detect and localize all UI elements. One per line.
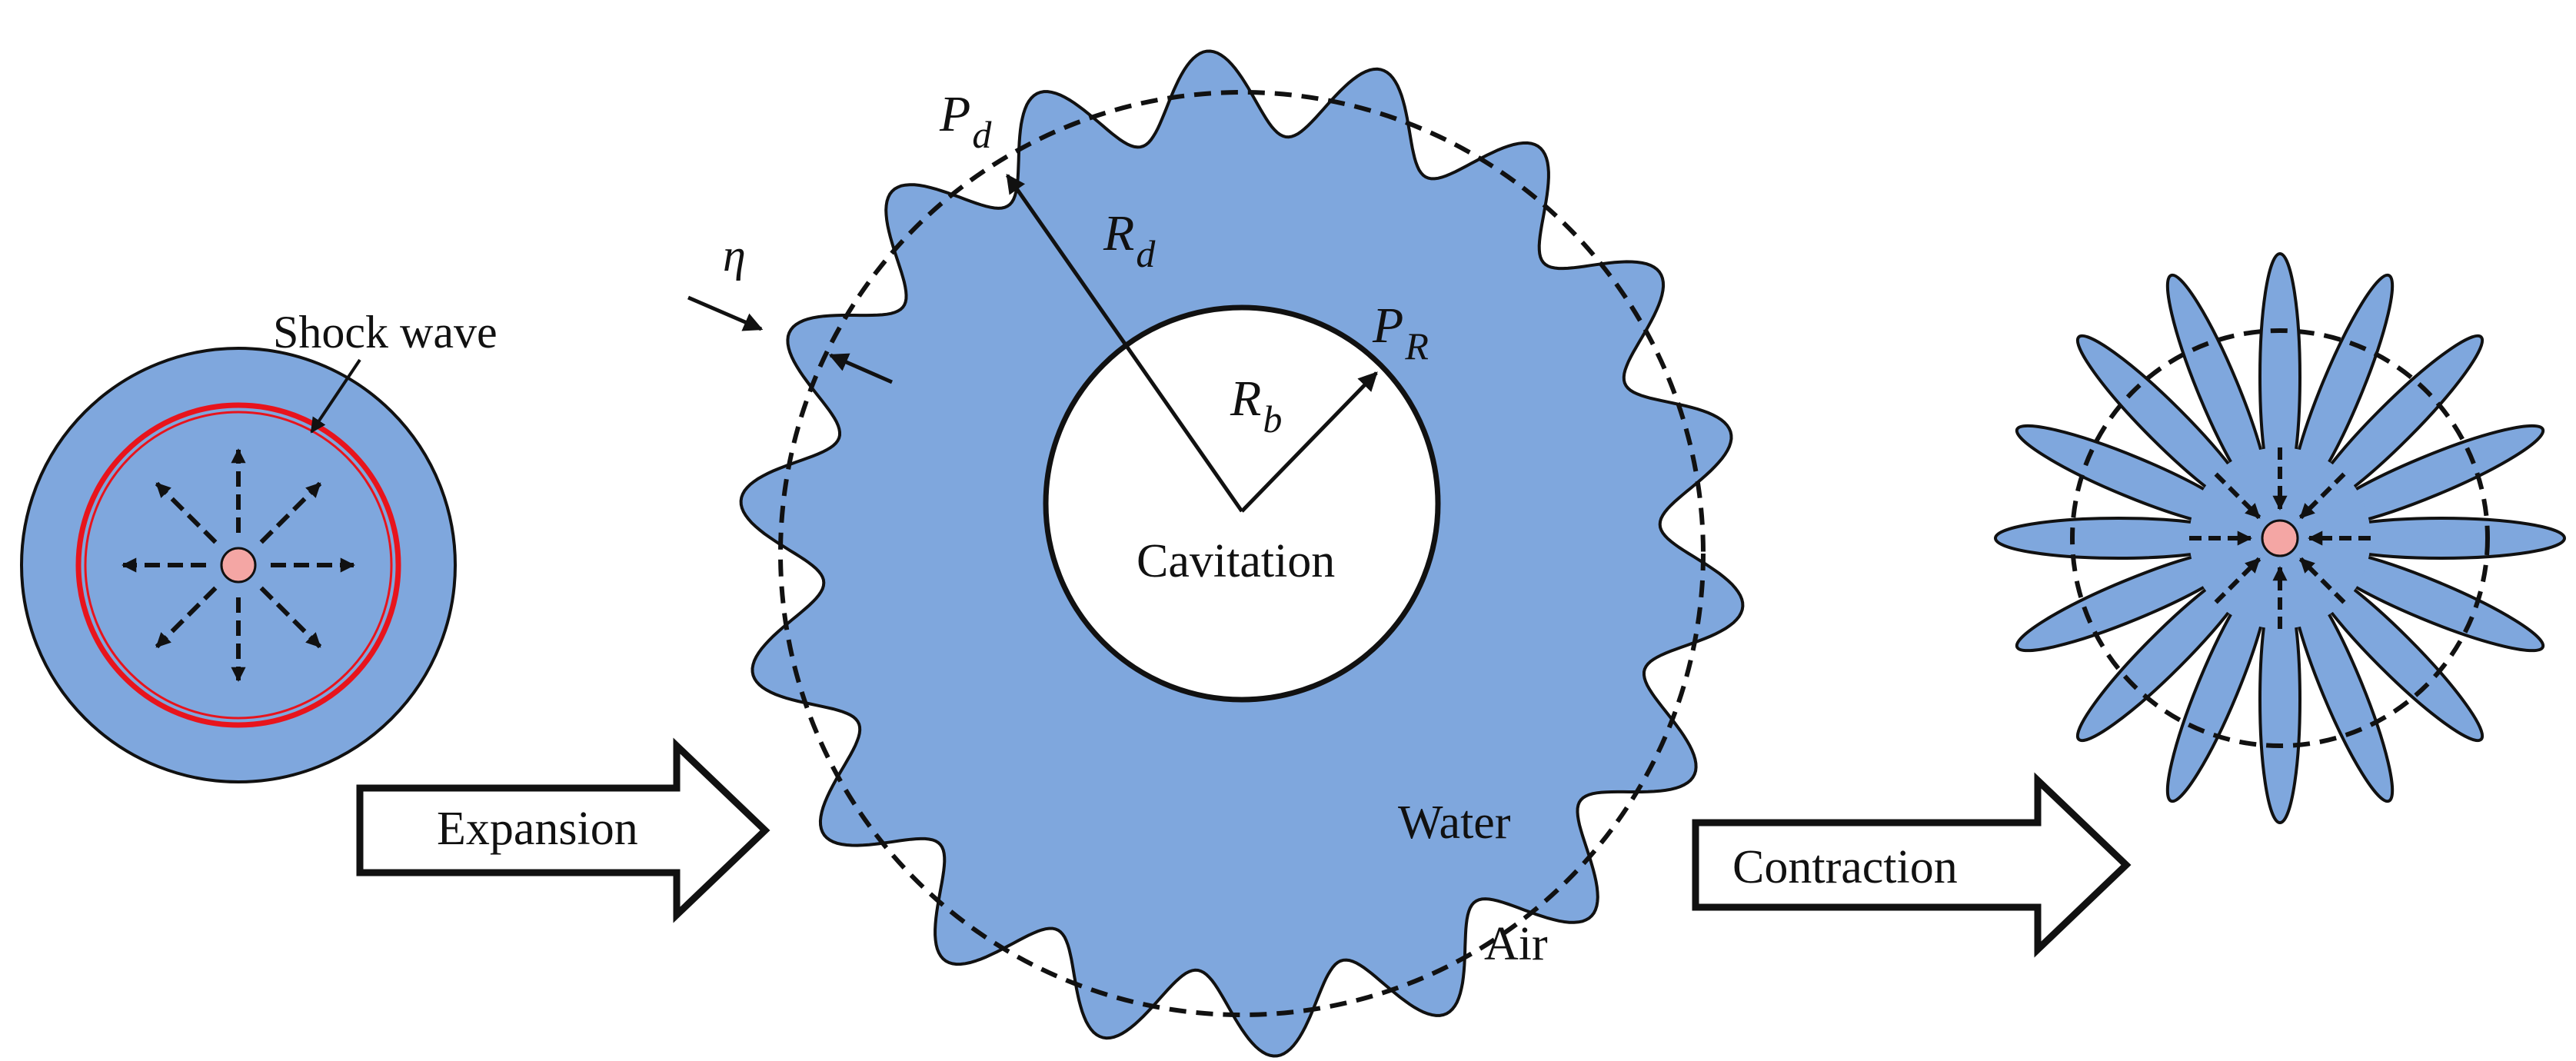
left-panel: Shock wave xyxy=(20,307,498,783)
expansion-label: Expansion xyxy=(437,803,638,855)
outward-arrow xyxy=(259,586,322,649)
right-panel xyxy=(1994,252,2566,824)
cavitation-bubble xyxy=(1043,304,1441,703)
inward-arrow xyxy=(2214,557,2261,604)
inward-arrow xyxy=(2298,557,2346,604)
radius-rd-arrow xyxy=(1005,173,1244,513)
expansion-arrow: Expansion xyxy=(356,737,770,923)
inward-arrows xyxy=(2189,447,2371,629)
eta-label: η xyxy=(723,230,746,281)
shock-wave-ring xyxy=(75,402,401,728)
outward-arrow xyxy=(155,586,218,649)
water-label: Water xyxy=(1398,797,1511,849)
expansion-arrow-shape xyxy=(356,737,770,923)
radius-rb-arrow xyxy=(1240,371,1378,513)
inward-arrow xyxy=(2214,472,2261,520)
pd-label: Pd xyxy=(939,86,992,156)
outward-arrows xyxy=(121,448,355,682)
center-panel: Pd Rd PR Rb η Cavitation Water Air xyxy=(687,49,1745,1058)
eta-arrow-inner xyxy=(828,353,894,384)
rd-label: Rd xyxy=(1103,205,1156,275)
contraction-arrow: Contraction xyxy=(1692,772,2132,958)
contraction-arrow-shape xyxy=(1692,772,2132,958)
rb-label: Rb xyxy=(1230,371,1282,441)
right-dashed-circle xyxy=(2070,328,2490,748)
inward-arrow xyxy=(2298,472,2346,520)
cavitation-label: Cavitation xyxy=(1137,535,1335,587)
shock-wave-ring-inner xyxy=(84,411,393,720)
contraction-label: Contraction xyxy=(1732,841,1958,893)
shock-wave-label: Shock wave xyxy=(273,307,498,358)
eta-arrow-outer xyxy=(687,295,764,331)
center-dot xyxy=(220,547,257,584)
pr-label: PR xyxy=(1372,298,1429,368)
shock-wave-pointer xyxy=(310,358,361,434)
right-center-dot xyxy=(2261,519,2299,557)
dashed-reference-circle xyxy=(778,90,1706,1017)
air-label: Air xyxy=(1484,918,1548,970)
outward-arrow xyxy=(155,481,218,544)
outward-arrow xyxy=(259,481,322,544)
